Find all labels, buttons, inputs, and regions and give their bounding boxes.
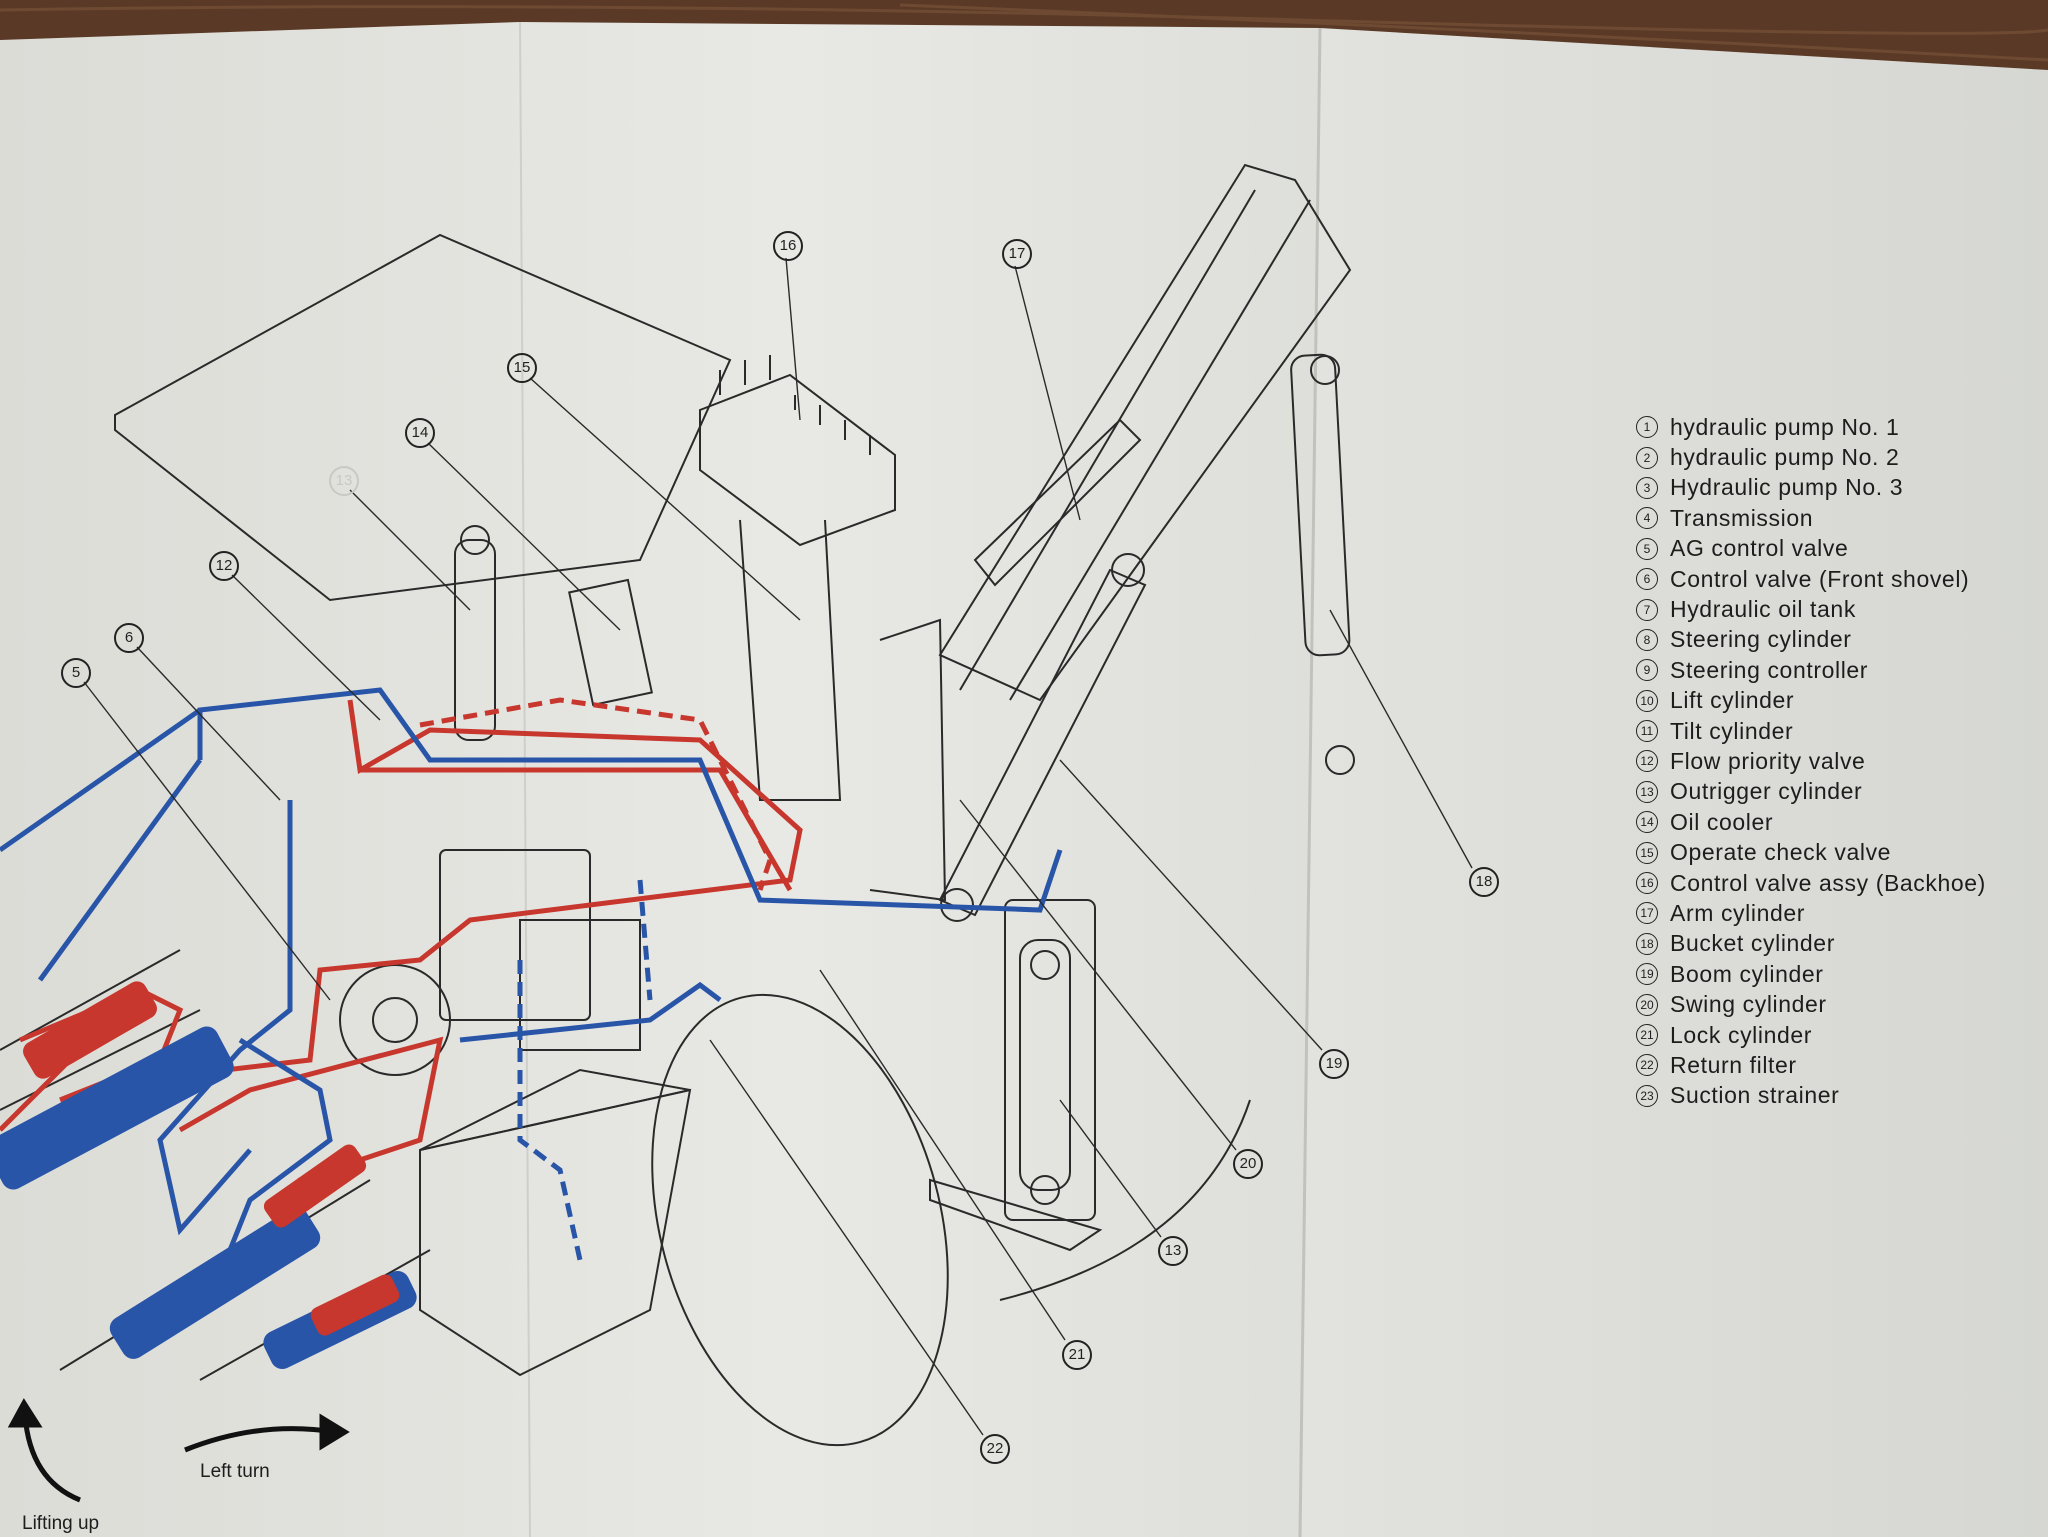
legend-item: 12 Flow priority valve xyxy=(1636,746,1986,776)
legend-label: Hydraulic oil tank xyxy=(1670,596,1856,623)
legend-item: 14 Oil cooler xyxy=(1636,807,1986,837)
legend-label: Transmission xyxy=(1670,504,1814,531)
legend-number: 14 xyxy=(1636,811,1658,834)
legend-number: 22 xyxy=(1636,1054,1658,1077)
legend-label: Arm cylinder xyxy=(1670,899,1806,926)
legend-number: 6 xyxy=(1636,568,1658,591)
legend-label: Control valve (Front shovel) xyxy=(1670,565,1970,592)
callout-20: 20 xyxy=(1233,1149,1263,1179)
legend-item: 11 Tilt cylinder xyxy=(1636,716,1986,746)
front-cylinders xyxy=(0,981,417,1369)
legend-item: 21 Lock cylinder xyxy=(1636,1020,1986,1050)
legend-number: 11 xyxy=(1636,720,1658,743)
pressure-lines-dashed xyxy=(419,697,773,891)
legend-item: 9 Steering controller xyxy=(1636,655,1986,685)
callout-6: 6 xyxy=(114,623,144,653)
legend-label: Hydraulic pump No. 3 xyxy=(1670,474,1904,501)
parts-legend: 1 hydraulic pump No. 1 2 hydraulic pump No.… xyxy=(1636,412,1986,1111)
legend-label: Control valve assy (Backhoe) xyxy=(1670,869,1986,896)
leader-lines xyxy=(83,257,1473,1436)
legend-item: 2 hydraulic pump No. 2 xyxy=(1636,442,1986,472)
left-turn-arrow-icon xyxy=(184,1413,350,1453)
legend-item: 4 Transmission xyxy=(1636,503,1986,533)
legend-label: hydraulic pump No. 2 xyxy=(1670,444,1900,471)
callout-5: 5 xyxy=(61,658,91,688)
legend-number: 21 xyxy=(1636,1024,1658,1046)
legend-item: 22 Return filter xyxy=(1636,1050,1986,1080)
legend-number: 4 xyxy=(1636,507,1658,530)
legend-number: 17 xyxy=(1636,902,1658,925)
callout-21: 21 xyxy=(1062,1340,1092,1370)
left-turn-caption: Left turn xyxy=(200,1461,270,1482)
legend-label: hydraulic pump No. 1 xyxy=(1670,413,1900,440)
legend-label: AG control valve xyxy=(1670,535,1849,562)
legend-item: 3 Hydraulic pump No. 3 xyxy=(1636,473,1986,503)
callout-15: 15 xyxy=(507,353,537,383)
legend-number: 20 xyxy=(1636,993,1658,1016)
legend-label: Suction strainer xyxy=(1670,1082,1840,1109)
legend-number: 5 xyxy=(1636,537,1658,560)
legend-number: 2 xyxy=(1636,446,1658,469)
legend-number: 23 xyxy=(1636,1084,1658,1107)
legend-item: 1 hydraulic pump No. 1 xyxy=(1636,412,1986,442)
legend-number: 19 xyxy=(1636,963,1658,986)
legend-item: 5 AG control valve xyxy=(1636,534,1986,564)
legend-label: Tilt cylinder xyxy=(1670,717,1794,744)
legend-number: 8 xyxy=(1636,628,1658,651)
legend-item: 15 Operate check valve xyxy=(1636,837,1986,867)
legend-label: Swing cylinder xyxy=(1670,991,1827,1018)
legend-label: Boom cylinder xyxy=(1670,960,1824,987)
legend-item: 20 Swing cylinder xyxy=(1636,989,1986,1019)
legend-number: 12 xyxy=(1636,750,1658,773)
legend-label: Flow priority valve xyxy=(1670,747,1866,774)
callout-12: 12 xyxy=(209,551,239,581)
legend-item: 13 Outrigger cylinder xyxy=(1636,777,1986,807)
wood-grain xyxy=(0,3,2048,62)
legend-label: Steering cylinder xyxy=(1670,626,1852,653)
legend-label: Steering controller xyxy=(1670,656,1869,683)
legend-item: 23 Suction strainer xyxy=(1636,1081,1986,1111)
callout-13-faded: 13 xyxy=(329,466,359,496)
legend-item: 7 Hydraulic oil tank xyxy=(1636,594,1986,624)
callout-16: 16 xyxy=(773,231,803,261)
legend-item: 19 Boom cylinder xyxy=(1636,959,1986,989)
lifting-up-caption: Lifting up xyxy=(22,1513,100,1534)
legend-number: 15 xyxy=(1636,841,1658,864)
legend-label: Oil cooler xyxy=(1670,808,1774,835)
callout-19: 19 xyxy=(1319,1049,1349,1079)
legend-number: 1 xyxy=(1636,416,1658,439)
callout-18: 18 xyxy=(1469,867,1499,897)
legend-label: Bucket cylinder xyxy=(1670,930,1835,957)
legend-number: 13 xyxy=(1636,780,1658,803)
legend-number: 3 xyxy=(1636,476,1658,499)
fold-line xyxy=(519,21,531,1537)
legend-number: 10 xyxy=(1636,689,1658,712)
callout-22: 22 xyxy=(980,1434,1010,1464)
legend-label: Operate check valve xyxy=(1670,839,1892,866)
legend-label: Outrigger cylinder xyxy=(1670,778,1863,805)
legend-item: 18 Bucket cylinder xyxy=(1636,929,1986,959)
legend-item: 17 Arm cylinder xyxy=(1636,898,1986,928)
legend-item: 16 Control valve assy (Backhoe) xyxy=(1636,868,1986,898)
legend-label: Return filter xyxy=(1670,1051,1797,1078)
legend-number: 16 xyxy=(1636,872,1658,895)
callout-13: 13 xyxy=(1158,1236,1188,1266)
legend-item: 8 Steering cylinder xyxy=(1636,625,1986,655)
legend-label: Lift cylinder xyxy=(1670,687,1795,714)
paper-right-panel xyxy=(1300,28,2048,1537)
fold-line xyxy=(1298,27,1322,1537)
callout-14: 14 xyxy=(405,418,435,448)
legend-label: Lock cylinder xyxy=(1670,1021,1813,1048)
legend-number: 9 xyxy=(1636,659,1658,682)
legend-item: 6 Control valve (Front shovel) xyxy=(1636,564,1986,594)
machine-outline xyxy=(0,163,1355,1447)
lifting-up-arrow-icon xyxy=(7,1398,81,1503)
legend-number: 7 xyxy=(1636,598,1658,621)
legend-number: 18 xyxy=(1636,932,1658,955)
return-lines-dashed xyxy=(517,879,653,1261)
legend-item: 10 Lift cylinder xyxy=(1636,686,1986,716)
callout-17: 17 xyxy=(1002,239,1032,269)
